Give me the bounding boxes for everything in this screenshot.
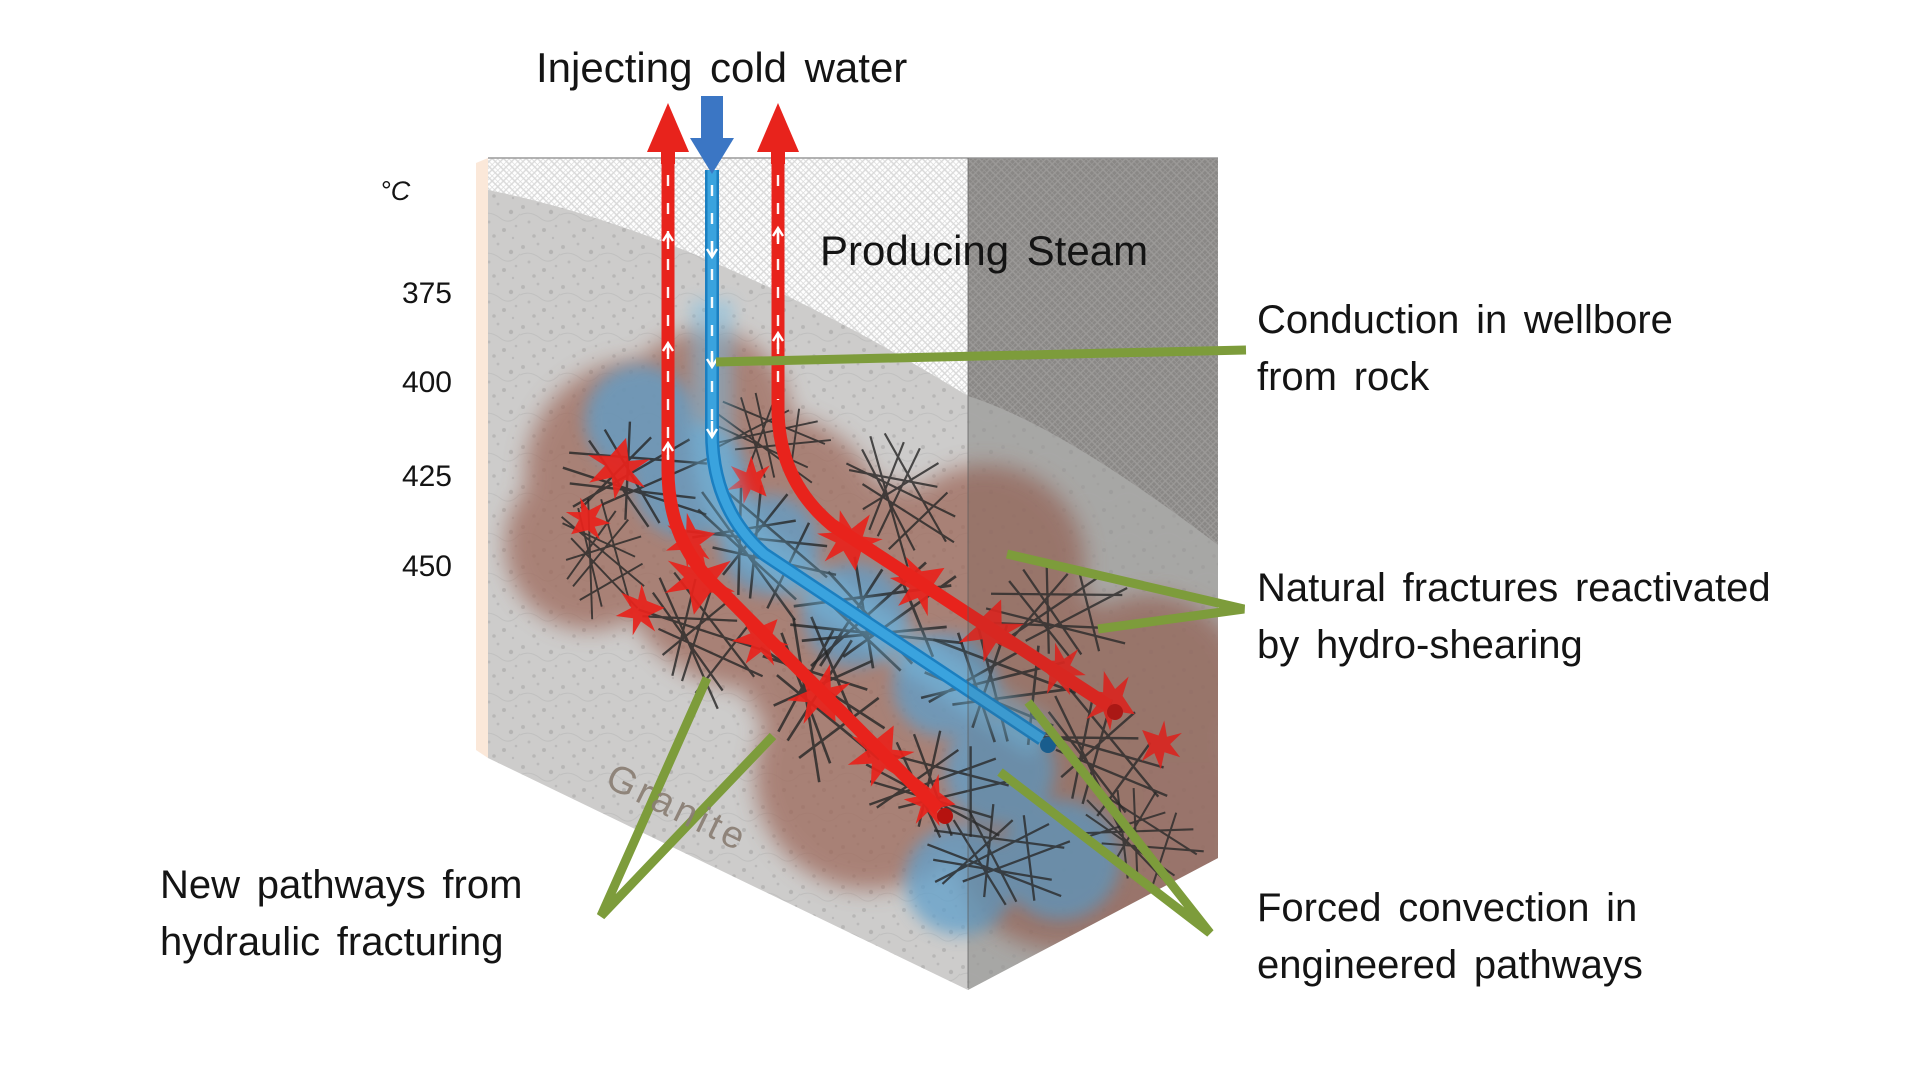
title-injecting-cold-water: Injecting cold water xyxy=(536,44,908,91)
wellbore-end-dot xyxy=(1107,704,1123,720)
temperature-tick-425: 425 xyxy=(401,460,452,493)
callout-line-natural-fractures xyxy=(1005,549,1246,634)
callout-line-conduction xyxy=(715,345,1247,367)
block-left-highlight-strip xyxy=(476,158,488,758)
production-arrow-icon-right xyxy=(757,103,799,164)
producing-steam-label: Producing Steam xyxy=(820,227,1149,274)
callout-text-natural-fractures: Natural fractures reactivated by hydro-s… xyxy=(1257,566,1771,667)
callout-text-new-pathways: New pathways from hydraulic fracturing xyxy=(160,863,523,964)
temperature-unit-label: °C xyxy=(380,176,411,206)
temperature-tick-375: 375 xyxy=(401,277,452,310)
wellbore-end-dot xyxy=(937,808,953,824)
callout-text-forced-convection: Forced convection in engineered pathways xyxy=(1257,886,1643,987)
production-wellbore-right xyxy=(771,150,1123,720)
production-wellbore-left xyxy=(661,150,953,824)
wellbore-end-dot xyxy=(1040,737,1056,753)
temperature-tick-450: 450 xyxy=(401,550,452,583)
callout-line-forced-convection xyxy=(997,699,1214,937)
injection-wellbore xyxy=(705,170,1056,753)
callout-text-conduction: Conduction in wellbore from rock xyxy=(1257,298,1673,399)
temperature-tick-400: 400 xyxy=(401,366,452,399)
callout-line-new-pathways xyxy=(596,676,777,920)
production-arrow-icon-left xyxy=(647,103,689,164)
steam-region-front xyxy=(488,158,968,396)
injection-arrow-icon xyxy=(690,96,734,174)
callout-leader-lines xyxy=(596,345,1247,937)
